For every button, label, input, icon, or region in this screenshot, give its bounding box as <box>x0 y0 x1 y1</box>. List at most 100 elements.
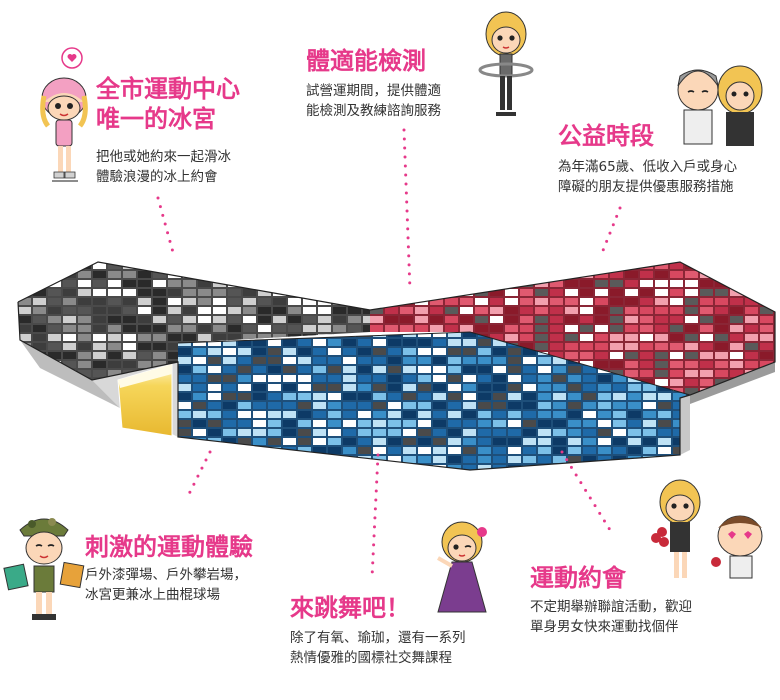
building-window <box>610 343 623 350</box>
building-window <box>418 402 431 409</box>
building-window <box>388 375 401 382</box>
building-window <box>108 352 121 359</box>
building-window <box>553 411 566 418</box>
building-window <box>258 334 271 341</box>
building-window <box>535 343 548 350</box>
building-window <box>108 298 121 305</box>
building-window <box>715 289 728 296</box>
building-window <box>655 361 668 368</box>
building-window <box>78 334 91 341</box>
building-window <box>598 402 611 409</box>
building-window <box>565 280 578 287</box>
building-window <box>208 429 221 436</box>
building-window <box>628 402 641 409</box>
building-window <box>208 348 221 355</box>
building-window <box>643 438 656 445</box>
building-window <box>418 447 431 454</box>
building-window <box>373 438 386 445</box>
building-window <box>138 325 151 332</box>
building-window <box>93 316 106 323</box>
building-window <box>48 298 61 305</box>
building-window <box>550 334 563 341</box>
building-window <box>625 370 638 377</box>
building-window <box>523 456 536 463</box>
building-window <box>568 438 581 445</box>
ice-palace-title: 全市運動中心 唯一的冰宮 <box>96 75 240 133</box>
building-window <box>565 316 578 323</box>
building-window <box>403 429 416 436</box>
building-window <box>415 325 428 332</box>
building-window <box>730 325 743 332</box>
building-window <box>478 339 491 346</box>
building-window <box>610 334 623 341</box>
building-window <box>505 334 518 341</box>
building-window <box>508 429 521 436</box>
building-window <box>168 298 181 305</box>
building-window <box>403 420 416 427</box>
building-window <box>643 429 656 436</box>
building-window <box>253 402 266 409</box>
building-window <box>538 375 551 382</box>
building-window <box>553 447 566 454</box>
building-window <box>460 325 473 332</box>
building-window <box>385 316 398 323</box>
building-window <box>523 447 536 454</box>
building-window <box>418 411 431 418</box>
building-window <box>373 429 386 436</box>
building-window <box>433 339 446 346</box>
building-window <box>538 357 551 364</box>
building-window <box>520 343 533 350</box>
building-window <box>625 307 638 314</box>
building-window <box>760 316 773 323</box>
building-window <box>348 316 361 323</box>
building-window <box>243 334 256 341</box>
building-window <box>418 357 431 364</box>
building-window <box>610 361 623 368</box>
building-window <box>433 375 446 382</box>
building-window <box>685 388 698 395</box>
building-window <box>208 402 221 409</box>
building-window <box>475 307 488 314</box>
building-window <box>358 447 371 454</box>
building-window <box>268 357 281 364</box>
building-window <box>670 298 683 305</box>
camo-girl-icon <box>2 512 86 622</box>
building-window <box>745 343 758 350</box>
building-window <box>63 280 76 287</box>
building-window <box>553 402 566 409</box>
building-window <box>625 289 638 296</box>
building-window <box>328 438 341 445</box>
building-window <box>685 352 698 359</box>
building-window <box>448 465 461 470</box>
building-window <box>403 366 416 373</box>
building-window <box>493 456 506 463</box>
building-window <box>93 298 106 305</box>
building-window <box>238 384 251 391</box>
building-window <box>715 316 728 323</box>
building-window <box>78 361 91 368</box>
building-window <box>493 447 506 454</box>
building-window <box>283 402 296 409</box>
building-window <box>463 339 476 346</box>
building-window <box>123 307 136 314</box>
building-window <box>328 348 341 355</box>
building-window <box>658 429 671 436</box>
building-window <box>670 379 683 386</box>
building-window <box>433 366 446 373</box>
building-window <box>288 307 301 314</box>
building-window <box>193 393 206 400</box>
building-window <box>583 375 596 382</box>
building-window <box>613 429 626 436</box>
building-window <box>298 366 311 373</box>
building-window <box>178 375 191 382</box>
building-window <box>253 420 266 427</box>
building-window <box>493 384 506 391</box>
building-window <box>625 316 638 323</box>
building-window <box>93 370 106 377</box>
building-window <box>613 420 626 427</box>
building-window <box>138 334 151 341</box>
building-window <box>403 447 416 454</box>
building-window <box>475 298 488 305</box>
exciting-sports-title: 刺激的運動體驗 <box>85 533 253 561</box>
